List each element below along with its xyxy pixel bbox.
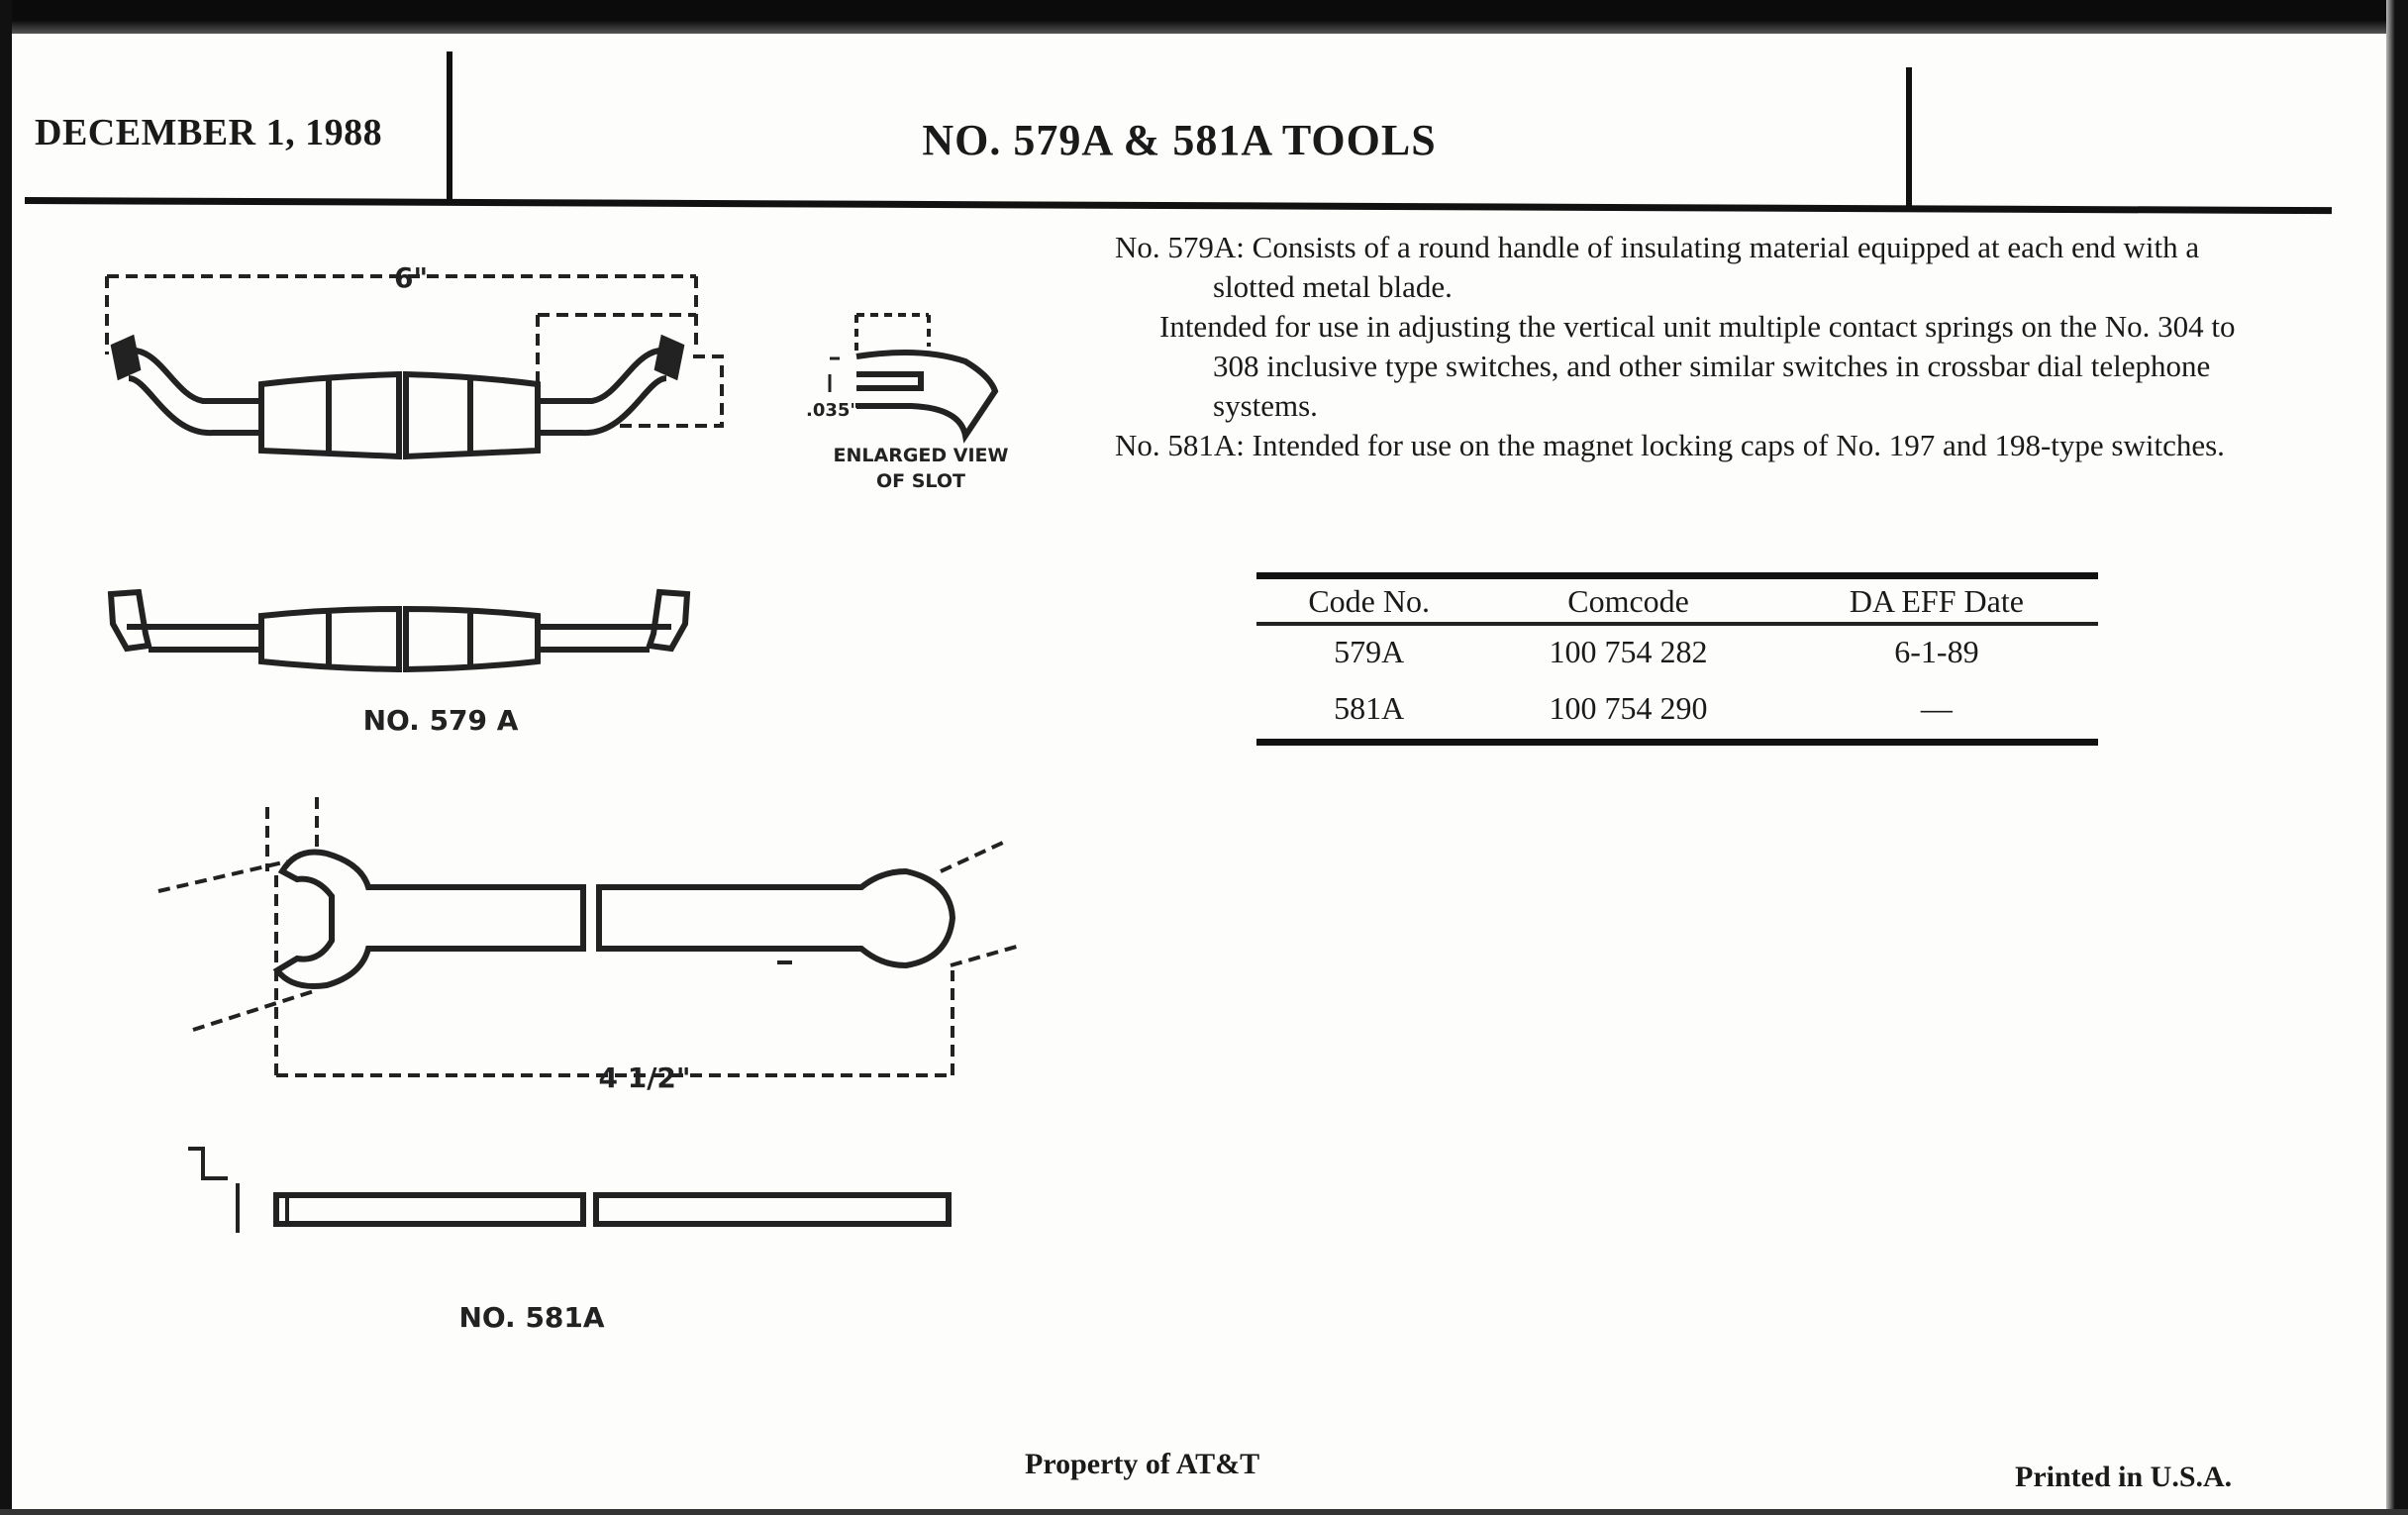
drawing-579a-side: NO. 579 A xyxy=(107,588,691,737)
scan-edge-bottom xyxy=(0,1509,2408,1515)
scan-edge-right xyxy=(2386,0,2408,1515)
dimension-length-581a: 4 1/2" xyxy=(598,1061,690,1094)
footer-printed: Printed in U.S.A. xyxy=(2015,1461,2233,1493)
tool-579a-label: NO. 579 A xyxy=(363,704,519,737)
cell-comcode: 100 754 282 xyxy=(1549,634,1708,669)
drawing-slot-enlarged: .035" ENLARGED VIEW OF SLOT xyxy=(806,313,1009,492)
footer-property: Property of AT&T xyxy=(1025,1448,1260,1480)
code-table: Code No. Comcode DA EFF Date 579A 100 75… xyxy=(1256,572,2098,746)
scan-edge-left xyxy=(0,0,12,1515)
cell-date: — xyxy=(1920,690,1953,726)
table-row: 579A 100 754 282 6-1-89 xyxy=(1256,624,2098,682)
description-581a: No. 581A: Intended for use on the magnet… xyxy=(1115,428,2225,462)
slot-caption-line1: ENLARGED VIEW xyxy=(834,445,1009,466)
description-579a-usage: Intended for use in adjusting the vertic… xyxy=(1159,309,2236,423)
table-header-row: Code No. Comcode DA EFF Date xyxy=(1256,575,2098,624)
column-header-date: DA EFF Date xyxy=(1849,583,2024,619)
scan-edge-top xyxy=(0,0,2408,34)
column-header-code: Code No. xyxy=(1308,583,1430,619)
table-row: 581A 100 754 290 — xyxy=(1256,682,2098,743)
header-divider-right xyxy=(1906,67,1912,212)
description-579a: No. 579A: Consists of a round handle of … xyxy=(1115,230,2200,304)
column-header-comcode: Comcode xyxy=(1567,583,1689,619)
cell-date: 6-1-89 xyxy=(1894,634,1979,669)
dimension-length-579a: 6" xyxy=(394,261,428,294)
page-title: NO. 579A & 581A TOOLS xyxy=(922,116,1437,164)
cell-code: 581A xyxy=(1334,690,1405,726)
slot-width-dimension: .035" xyxy=(806,400,859,421)
cell-code: 579A xyxy=(1334,634,1405,669)
slot-caption-line2: OF SLOT xyxy=(876,470,965,492)
tool-description: No. 579A: Consists of a round handle of … xyxy=(1115,228,2283,465)
drawing-581a-top: 4 1/2" xyxy=(157,797,1021,1094)
header-divider-left xyxy=(447,51,452,200)
drawing-579a-top: 6" xyxy=(105,261,724,460)
cell-comcode: 100 754 290 xyxy=(1549,690,1708,726)
tool-581a-label: NO. 581A xyxy=(458,1301,604,1334)
drawing-581a-side: NO. 581A xyxy=(188,1147,952,1334)
document-date: DECEMBER 1, 1988 xyxy=(35,112,383,153)
